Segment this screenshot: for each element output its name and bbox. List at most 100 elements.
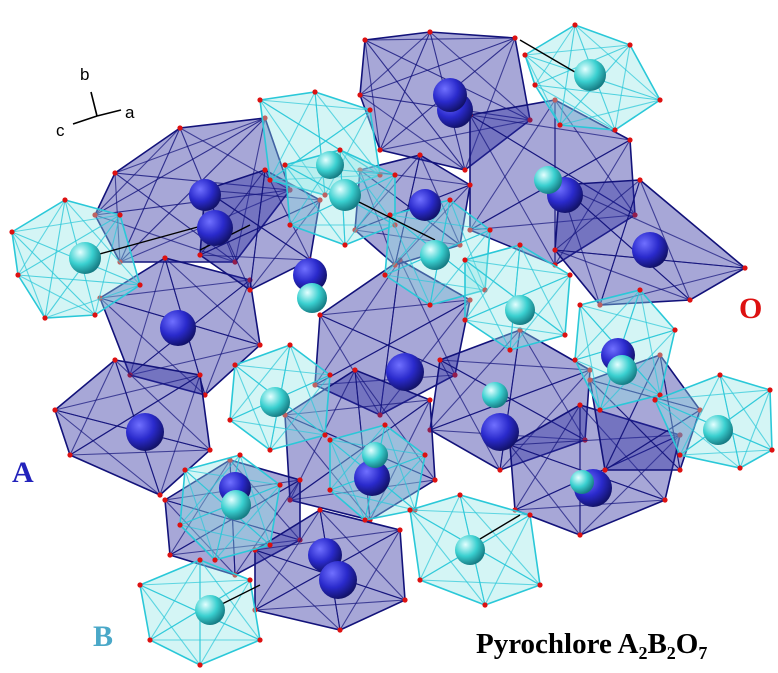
oxygen-atom (322, 192, 328, 198)
bond-line (519, 39, 581, 76)
polyhedron-edge (554, 99, 636, 216)
polyhedron-edge (379, 299, 471, 416)
oxygen-atom (267, 542, 273, 548)
polyhedron-edge (259, 99, 326, 196)
polyhedron-edge (239, 454, 271, 546)
polyhedron-edge (99, 297, 206, 396)
oxygen-atom (287, 497, 293, 503)
polyhedron-edge (639, 289, 661, 396)
polyhedron-edge (469, 99, 556, 231)
oxygen-atom (677, 452, 683, 458)
polyhedron-edge (554, 249, 691, 301)
polyhedron-edge (514, 404, 581, 511)
polyhedron-edge (229, 344, 291, 421)
oxygen-atom (162, 497, 168, 503)
polyhedron-edge (164, 257, 261, 346)
oxygen-atom (572, 22, 578, 28)
formula-title: Pyrochlore A2B2O7 (476, 628, 708, 663)
oxygen-atom (462, 257, 468, 263)
oxygen-atom (742, 265, 748, 271)
polyhedron-edge (199, 254, 311, 261)
polyhedron-edge (464, 259, 511, 351)
polyhedron-edge (314, 259, 401, 386)
b-site-atom (455, 535, 485, 565)
polyhedron-edge (319, 299, 471, 316)
polyhedron-edge (439, 359, 586, 441)
oxygen-atom (487, 227, 493, 233)
b-site-atom (505, 295, 535, 325)
b-site-atom (195, 595, 225, 625)
polyhedron-edge (269, 374, 331, 451)
polyhedron-edge (44, 284, 141, 319)
oxygen-atom (482, 602, 488, 608)
polyhedron-edge (234, 364, 331, 376)
oxygen-atom (627, 42, 633, 48)
oxygen-atom (282, 162, 288, 168)
oxygen-atom (167, 552, 173, 558)
b-site-atom (574, 59, 606, 91)
polyhedron-edge (69, 374, 201, 456)
polyhedron-edge (94, 117, 266, 216)
polyhedron-edge (354, 154, 421, 231)
oxygen-atom (267, 177, 273, 183)
oxygen-atom (602, 467, 608, 473)
oxygen-atom (337, 147, 343, 153)
polyhedron-edge (534, 84, 661, 101)
oxygen-atom (522, 52, 528, 58)
polyhedron-edge (559, 99, 661, 126)
polyhedron-edge (719, 374, 773, 451)
polyhedron-edge (409, 509, 486, 606)
b-site-atom (570, 470, 594, 494)
polyhedron-edge (214, 484, 281, 561)
polyhedron-edge (554, 179, 641, 251)
oxygen-atom (257, 637, 263, 643)
oxygen-atom (637, 287, 643, 293)
a-site-atom (160, 310, 196, 346)
oxygen-atom (362, 37, 368, 43)
polyhedron-edge (469, 114, 631, 141)
polyhedron-edge (64, 199, 141, 286)
oxygen-atom (177, 125, 183, 131)
oxygen-atom (767, 387, 773, 393)
oxygen-atom (137, 282, 143, 288)
oxygen-atom (182, 467, 188, 473)
polyhedron-edge (149, 559, 201, 641)
polyhedron-edge (114, 359, 211, 451)
polyhedron-edge (284, 414, 436, 481)
oxygen-atom (457, 492, 463, 498)
a-site-polyhedron (427, 327, 593, 473)
polyhedron-edge (314, 299, 471, 386)
b-site-atom (534, 166, 562, 194)
polyhedron-edge (269, 91, 316, 181)
oxygen-atom (512, 35, 518, 41)
polyhedron-edge (229, 419, 326, 436)
oxygen-atom (262, 167, 268, 173)
polyhedron-edge (11, 231, 96, 316)
polyhedron-edge (429, 229, 491, 306)
oxygen-atom (427, 29, 433, 35)
oxygen-atom (237, 452, 243, 458)
a-site-atom (293, 258, 327, 292)
a-site-atom (354, 460, 390, 496)
polyhedron-edge (289, 344, 326, 436)
b-site-atom (329, 179, 361, 211)
oxygen-atom (612, 127, 618, 133)
oxygen-atom (322, 432, 328, 438)
oxygen-atom (112, 170, 118, 176)
polyhedron-edge (464, 244, 521, 321)
oxygen-atom (15, 272, 21, 278)
oxygen-atom (367, 107, 373, 113)
b-site-atom (69, 242, 101, 274)
oxygen-atom (567, 272, 573, 278)
a-site-atom (126, 413, 164, 451)
polyhedron-edge (469, 114, 556, 266)
polyhedron-edge (364, 39, 466, 171)
polyhedron-edge (159, 374, 201, 496)
polyhedron-edge (679, 374, 721, 456)
b-site-atom (316, 151, 344, 179)
polyhedron-edge (574, 289, 641, 361)
polyhedron-edge (359, 37, 516, 96)
oxygen-atom (662, 497, 668, 503)
oxygen-atom (517, 242, 523, 248)
